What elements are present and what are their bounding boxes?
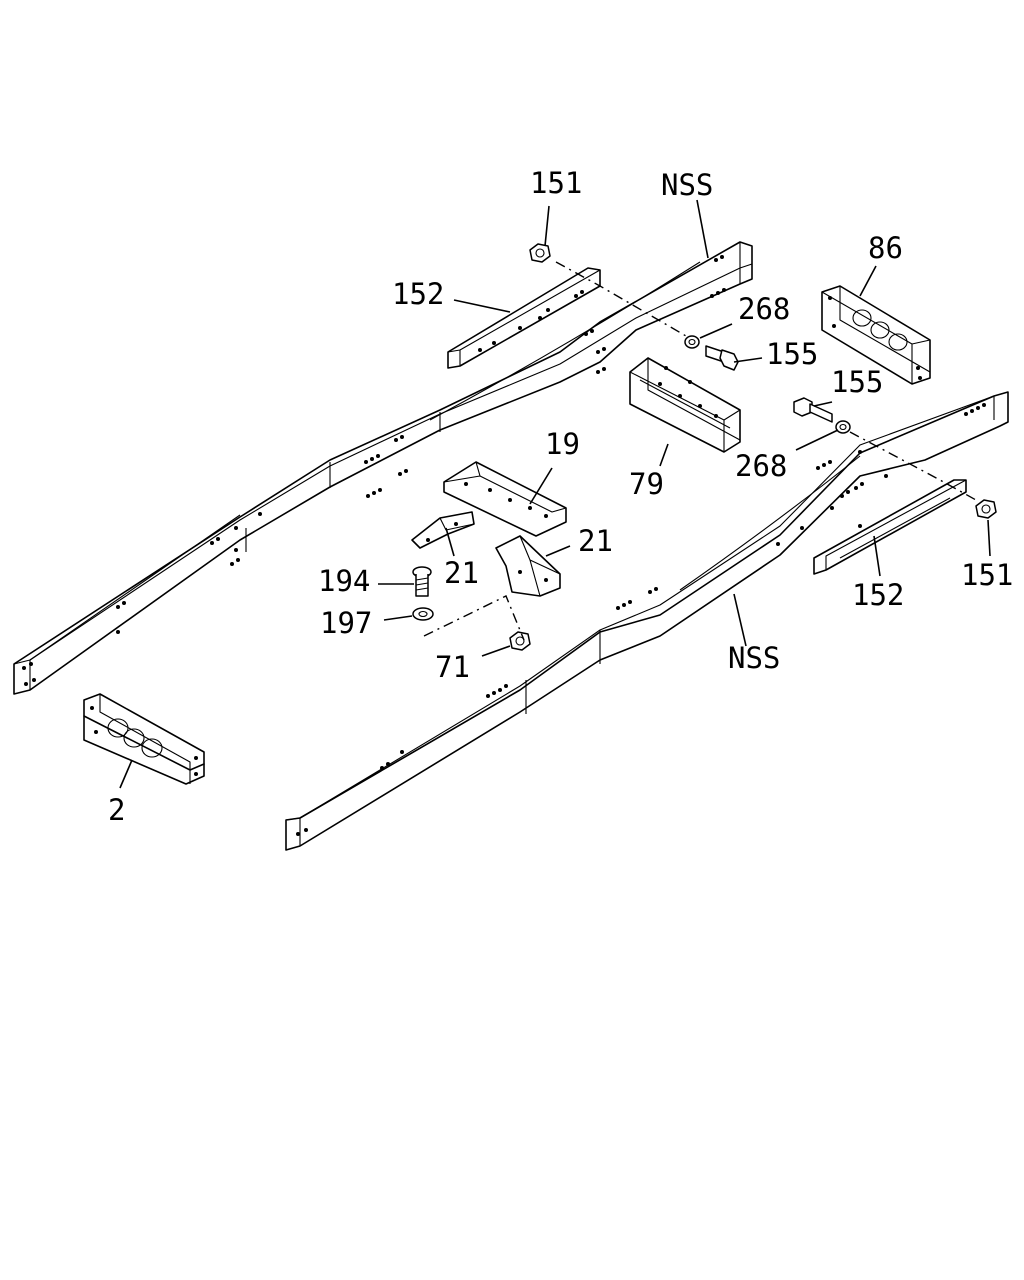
label-152-top: 152 <box>392 277 444 311</box>
label-19: 19 <box>545 427 580 461</box>
nut-151-right <box>975 499 997 519</box>
label-155-mid: 155 <box>831 365 883 399</box>
crossmember-79 <box>629 357 741 453</box>
left-side-rail <box>13 241 753 695</box>
label-155-top: 155 <box>766 337 818 371</box>
callout-labels: 151 NSS 152 268 155 86 155 268 79 19 21 … <box>108 166 1013 827</box>
label-152-bottom: 152 <box>852 578 904 612</box>
label-86: 86 <box>868 231 903 265</box>
label-197: 197 <box>320 606 372 640</box>
nut-71 <box>509 631 531 651</box>
crossmember-2 <box>83 693 205 785</box>
label-194: 194 <box>318 564 370 598</box>
bolt-155-mid <box>793 397 833 423</box>
right-rail-holes <box>296 403 986 836</box>
crossmember-86 <box>821 285 931 385</box>
washer-197 <box>412 607 434 621</box>
label-151-top: 151 <box>530 166 582 200</box>
nut-151-top <box>529 243 551 263</box>
washer-268-mid <box>835 420 851 434</box>
label-268-top: 268 <box>738 292 790 326</box>
bracket-19 <box>443 461 567 537</box>
bracket-21-right <box>495 535 561 597</box>
leader-lines <box>119 199 991 789</box>
label-268-mid: 268 <box>735 449 787 483</box>
left-rail-holes <box>22 255 726 686</box>
label-151-right: 151 <box>961 558 1013 592</box>
assembly-lines <box>423 261 977 641</box>
label-nss-top: NSS <box>661 168 713 202</box>
bolt-194 <box>412 566 432 597</box>
label-71: 71 <box>435 650 470 684</box>
bracket-21-left <box>411 511 475 549</box>
label-nss-bottom: NSS <box>728 641 780 675</box>
label-2: 2 <box>108 793 125 827</box>
label-79: 79 <box>629 467 664 501</box>
washer-268-top <box>684 335 700 349</box>
label-21-left: 21 <box>444 556 479 590</box>
right-side-rail <box>285 391 1009 851</box>
label-21-right: 21 <box>578 524 613 558</box>
reinforcement-152-bottom <box>813 479 967 575</box>
bolt-155-top <box>705 345 739 371</box>
